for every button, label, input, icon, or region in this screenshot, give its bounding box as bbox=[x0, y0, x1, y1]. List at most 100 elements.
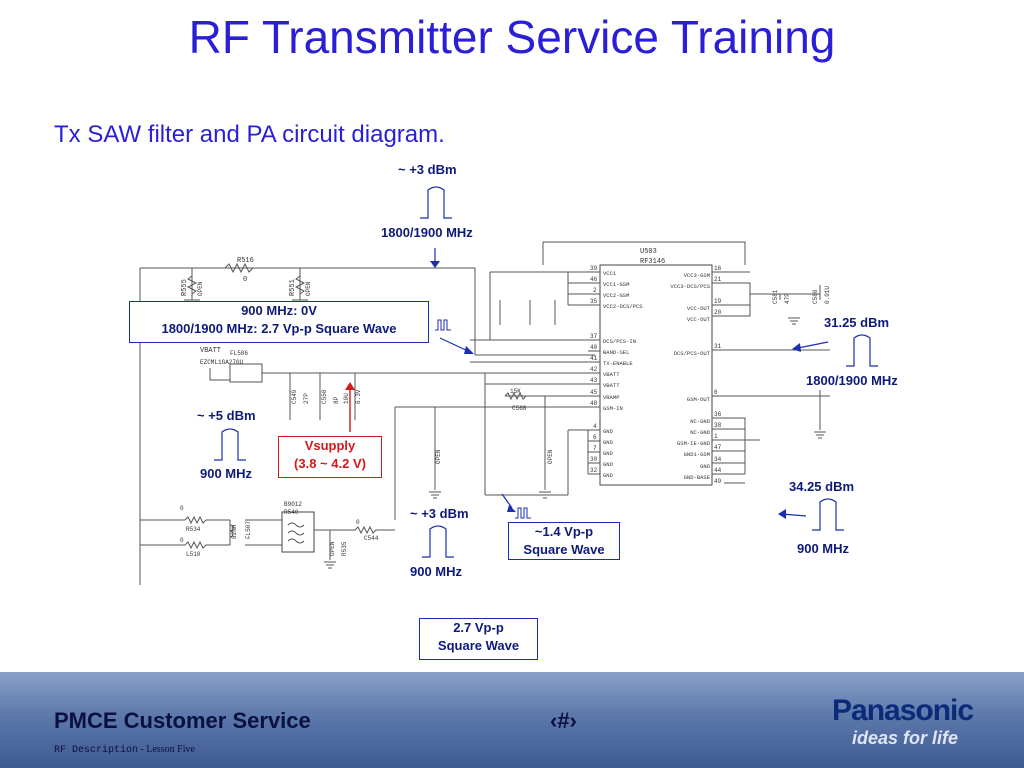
pulse-icon bbox=[846, 334, 878, 367]
rpin-name-vcc-out-b: VCC-OUT bbox=[687, 316, 711, 323]
footer-subtitle-b: - Lesson Five bbox=[138, 744, 195, 755]
c550-label: C550 bbox=[321, 389, 328, 404]
r551-label: R551 bbox=[289, 279, 297, 296]
ic-part: RF3146 bbox=[640, 258, 665, 266]
pin-43: 43 bbox=[590, 377, 598, 384]
ic-ref: U503 bbox=[640, 248, 657, 256]
rpin-21: 21 bbox=[714, 276, 722, 283]
rpin-name-dcs-out: DCS/PCS-OUT bbox=[674, 350, 711, 357]
rpin-16: 16 bbox=[714, 265, 722, 272]
r534-label: 0 bbox=[180, 537, 184, 544]
gsm-input-power-label: ~ +5 dBm bbox=[197, 408, 256, 423]
pin-42: 42 bbox=[590, 366, 598, 373]
pin-4: 4 bbox=[593, 423, 597, 430]
gsm-output-power-label: 34.25 dBm bbox=[789, 479, 855, 494]
pin-name-gnd-c: GND bbox=[603, 450, 614, 457]
footer-title: PMCE Customer Service bbox=[54, 708, 311, 733]
band-select-box: 900 MHz: 0V 1800/1900 MHz: 2.7 Vp-p Squa… bbox=[129, 301, 429, 343]
gsm-input-frequency-label: 900 MHz bbox=[200, 466, 253, 481]
brand-tagline: ideas for life bbox=[852, 728, 959, 748]
tx-enable-box: 2.7 Vp-p Square Wave bbox=[419, 618, 538, 660]
c549-label: C549 bbox=[291, 389, 298, 404]
pin-46: 46 bbox=[590, 276, 598, 283]
gsm-pa-input-frequency-label: 900 MHz bbox=[410, 564, 463, 579]
square-wave-icon bbox=[435, 319, 451, 331]
rpin-name-vcc3-gsm: VCC3-GSM bbox=[684, 272, 710, 279]
rpin-name-vcc-out-a: VCC-OUT bbox=[687, 305, 711, 312]
r539-label: 15K bbox=[510, 388, 521, 395]
pulse-icon bbox=[420, 186, 452, 219]
pin-name-vcc2-gsm: VCC2-GSM bbox=[603, 292, 629, 299]
square-wave-icon bbox=[515, 507, 531, 519]
rpin-name-nc-gnd-b: NC-GND bbox=[690, 429, 711, 436]
r555-label: R555 bbox=[181, 279, 189, 296]
pin-name-dcs-in: DCS/PCS-IN bbox=[603, 338, 636, 345]
rpin-20: 20 bbox=[714, 309, 722, 316]
rpin-name-gnd1-gsm: GND1-GSM bbox=[684, 451, 710, 458]
footer-subtitle-a: RF Description bbox=[54, 745, 139, 756]
pin-name-vramp: VRAMP bbox=[603, 394, 620, 401]
gsm-pa-input-power-label: ~ +3 dBm bbox=[410, 506, 469, 521]
r537-label: OPEN bbox=[435, 449, 442, 464]
pin-name-vcc1: VCC1 bbox=[603, 270, 617, 277]
slide-number: ‹#› bbox=[550, 708, 577, 733]
pin-name-gsm-in: GSM-IN bbox=[603, 405, 623, 412]
l510-label: 82NH bbox=[231, 524, 238, 539]
rpin-name-gnd-base: GND-BASE bbox=[684, 474, 711, 481]
r540-value: C544 bbox=[364, 535, 379, 542]
rpin-49: 49 bbox=[714, 478, 722, 485]
pin-name-band-sel: BAND-SEL bbox=[603, 349, 629, 356]
c549-value: 27P bbox=[303, 393, 310, 404]
vsupply-box: Vsupply (3.8 ~ 4.2 V) bbox=[278, 436, 382, 478]
c544-label: OPEN bbox=[329, 541, 336, 556]
vramp-line2: Square Wave bbox=[523, 542, 605, 557]
vramp-box: ~1.4 Vp-p Square Wave bbox=[508, 522, 620, 560]
c581-label: C581 bbox=[772, 289, 779, 304]
c581-value: 47P bbox=[784, 293, 791, 304]
footer-bar: PMCE Customer Service ‹#› RF Description… bbox=[0, 672, 1024, 768]
pin-35: 35 bbox=[590, 298, 598, 305]
rpin-38: 38 bbox=[714, 422, 722, 429]
rpin-name-nc-gnd-a: NC-GND bbox=[690, 418, 711, 425]
r533-value: R534 bbox=[186, 526, 201, 533]
c580-label: C580 bbox=[812, 289, 819, 304]
r516-label: R516 bbox=[237, 257, 254, 265]
pin-name-vcc1-gsm: VCC1-GSM bbox=[603, 281, 629, 288]
band-select-line1: 900 MHz: 0V bbox=[241, 303, 317, 318]
l510-value: FL507 bbox=[245, 521, 252, 539]
pin-name-gnd-e: GND bbox=[603, 472, 614, 479]
circuit-diagram: R516 0 R555 OPEN R551 OPEN U503 RF3146 3… bbox=[139, 186, 878, 585]
rpin-6: 6 bbox=[714, 389, 718, 396]
vsupply-range: (3.8 ~ 4.2 V) bbox=[294, 456, 366, 471]
dcs-output-frequency-label: 1800/1900 MHz bbox=[806, 373, 898, 388]
c550-value: 8P bbox=[333, 396, 340, 404]
fl507-label: B9012 bbox=[284, 501, 302, 508]
slide-subtitle: Tx SAW filter and PA circuit diagram. bbox=[54, 121, 445, 148]
pulse-icon bbox=[812, 498, 844, 531]
rpin-19: 19 bbox=[714, 298, 722, 305]
r539-value: C568 bbox=[512, 405, 527, 412]
r534-value: L510 bbox=[186, 551, 201, 558]
panasonic-logo: Panasonic bbox=[832, 694, 974, 727]
fl507-part: R540 bbox=[284, 509, 299, 516]
slide-title: RF Transmitter Service Training bbox=[188, 11, 836, 63]
c568-label: OPEN bbox=[547, 449, 554, 464]
c-cap-value: 10U bbox=[343, 393, 350, 404]
pin-name-tx-enable: TX-ENABLE bbox=[603, 360, 633, 367]
band-select-line2: 1800/1900 MHz: 2.7 Vp-p Square Wave bbox=[161, 321, 397, 336]
pin-6: 6 bbox=[593, 434, 597, 441]
rpin-name-gnd: GND bbox=[700, 463, 711, 470]
pin-48: 48 bbox=[590, 400, 598, 407]
footer-subtitle: RF Description - Lesson Five bbox=[54, 744, 195, 756]
rpin-name-gsm-ie-gnd: GSM-IE-GND bbox=[677, 440, 711, 447]
fl506-label: FL506 bbox=[230, 350, 248, 357]
tx-enable-line2: Square Wave bbox=[437, 638, 520, 653]
r516-value: 0 bbox=[243, 276, 247, 284]
r540-label: 0 bbox=[356, 519, 360, 526]
pin-name-vcc2-dcs: VCC2-DCS/PCS bbox=[603, 303, 643, 310]
pin-39: 39 bbox=[590, 265, 598, 272]
top-power-label: ~ +3 dBm bbox=[398, 162, 457, 177]
pin-name-gnd-d: GND bbox=[603, 461, 614, 468]
rpin-name-gsm-out: GSM-OUT bbox=[687, 396, 711, 403]
c580-value: 0.01U bbox=[824, 286, 831, 304]
